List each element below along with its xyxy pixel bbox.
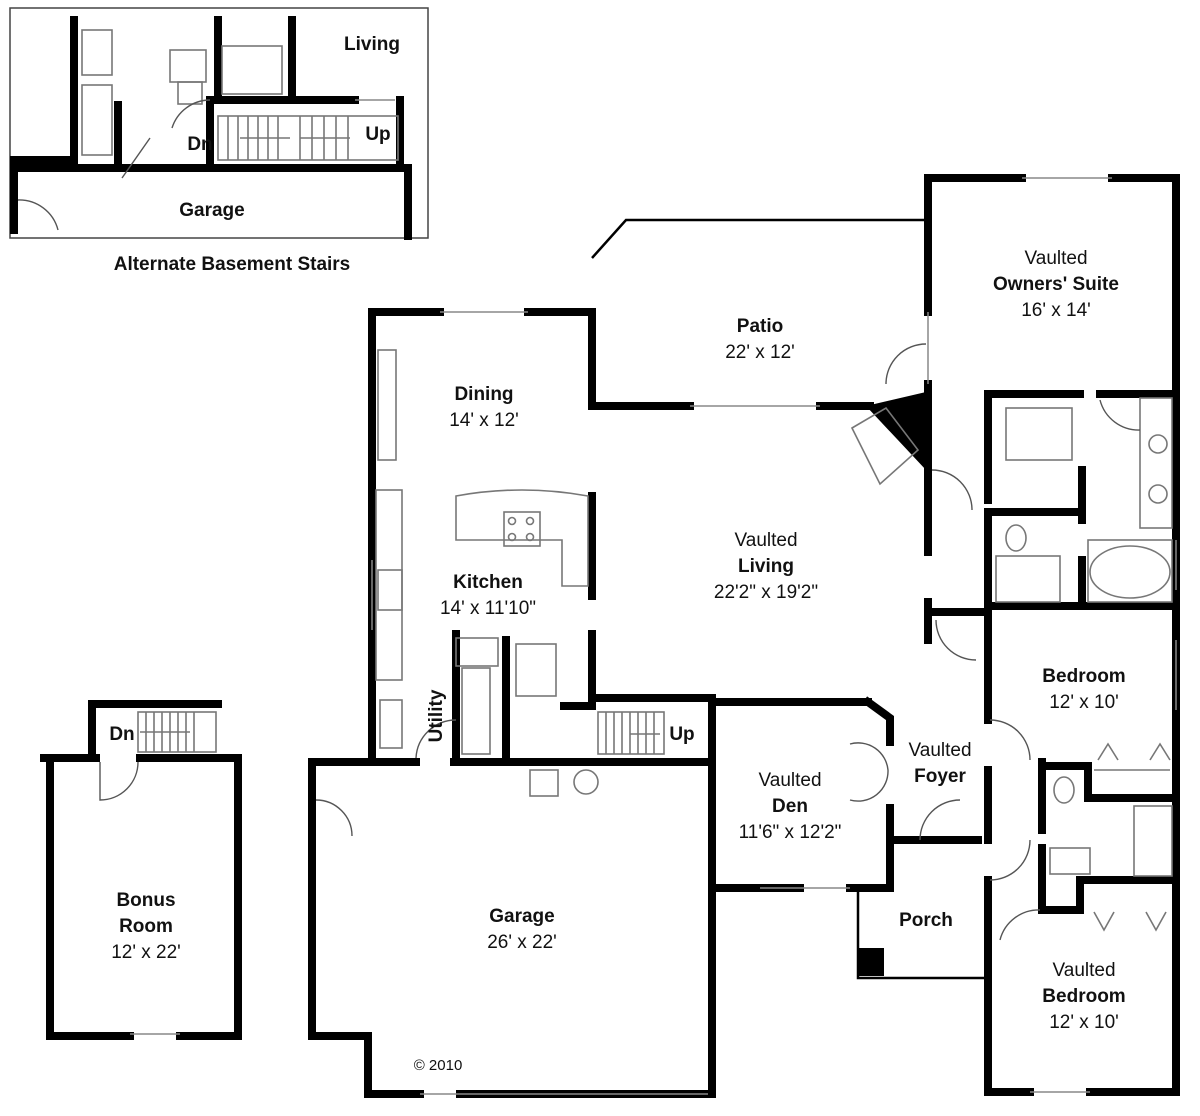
living-prefix: Vaulted [734, 530, 797, 551]
living-label: Living [738, 556, 794, 577]
kitchen-size: 14' x 11'10" [440, 598, 536, 619]
windows [371, 177, 1177, 1093]
bonus-room-size: 12' x 22' [111, 942, 181, 963]
living-size: 22'2" x 19'2" [714, 582, 818, 603]
garage-label: Garage [489, 906, 554, 927]
bonus-room-name-1: Bonus [116, 890, 175, 911]
inset-garage-label: Garage [179, 200, 244, 221]
owners-suite-size: 16' x 14' [1021, 300, 1091, 321]
main-walls [308, 174, 1180, 1098]
inset-up-label: Up [365, 124, 390, 145]
dining-size: 14' x 12' [449, 410, 519, 431]
garage-size: 26' x 22' [487, 932, 557, 953]
room-labels: Patio 22' x 12' Vaulted Owners' Suite 16… [414, 248, 1126, 1074]
inset-caption: Alternate Basement Stairs [114, 254, 351, 275]
foyer-label: Foyer [914, 766, 966, 787]
bedroom2-label: Bedroom [1042, 986, 1125, 1007]
patio-label: Patio [737, 316, 783, 337]
porch-label: Porch [899, 910, 953, 931]
den-size: 11'6" x 12'2" [739, 822, 842, 843]
den-label: Den [772, 796, 808, 817]
inset-living-label: Living [344, 34, 400, 55]
owners-suite-prefix: Vaulted [1024, 248, 1087, 269]
dining-label: Dining [454, 384, 513, 405]
utility-label: Utility [426, 689, 447, 742]
doors [315, 343, 1141, 941]
patio-size: 22' x 12' [725, 342, 795, 363]
bonus-stairs-dn: Dn [109, 724, 134, 745]
kitchen-label: Kitchen [453, 572, 523, 593]
den-prefix: Vaulted [758, 770, 821, 791]
bedroom1-size: 12' x 10' [1049, 692, 1119, 713]
fixtures [375, 349, 1173, 932]
bonus-room-name-2: Room [119, 916, 173, 937]
bonus-room: Dn Bonus Room 12' x 22' [40, 700, 242, 1040]
bedroom2-prefix: Vaulted [1052, 960, 1115, 981]
copyright: © 2010 [414, 1057, 463, 1074]
main-stairs-up: Up [669, 724, 694, 745]
bedroom2-size: 12' x 10' [1049, 1012, 1119, 1033]
owners-suite-label: Owners' Suite [993, 274, 1119, 295]
inset-dn-label: Dn [187, 134, 212, 155]
inset-stairs [217, 115, 399, 161]
bedroom1-label: Bedroom [1042, 666, 1125, 687]
foyer-prefix: Vaulted [908, 740, 971, 761]
inset-plan: Living Dn Up Garage [9, 7, 429, 240]
